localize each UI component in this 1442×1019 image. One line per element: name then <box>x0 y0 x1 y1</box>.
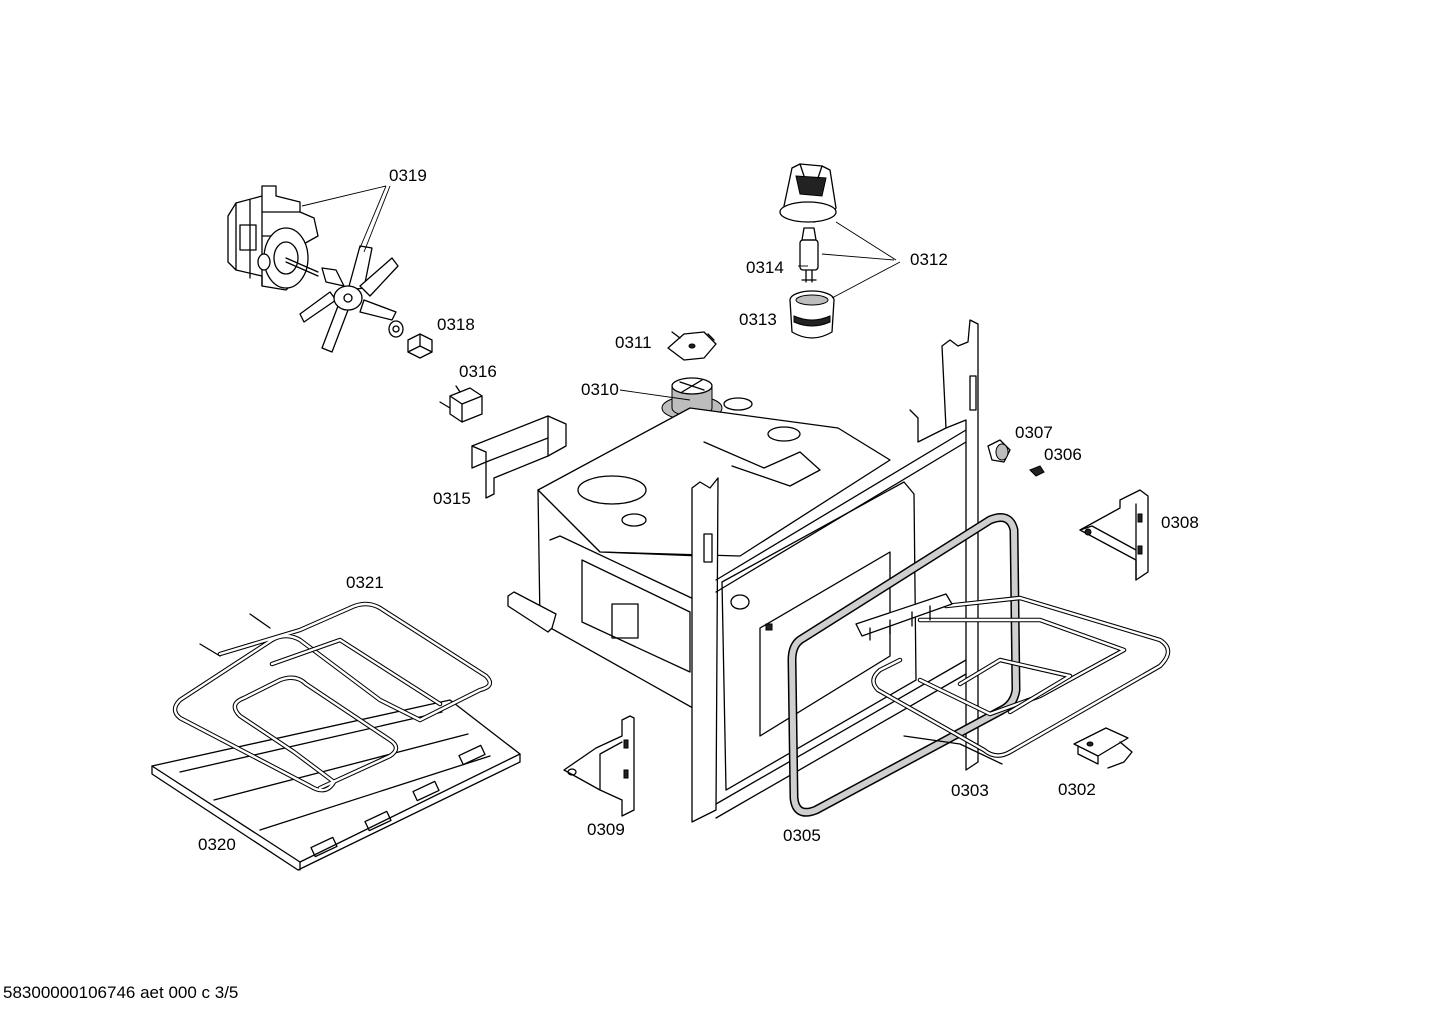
callout-0310: 0310 <box>581 380 619 399</box>
callout-0309: 0309 <box>587 820 625 839</box>
switch-drawing <box>439 385 483 423</box>
sensor-0307-drawing <box>987 439 1011 463</box>
callout-0312: 0312 <box>910 250 948 269</box>
callout-0320: 0320 <box>198 835 236 854</box>
bracket-0309-drawing <box>563 715 635 817</box>
drawing-id-footer: 58300000106746 aet 000 c 3/5 <box>3 983 239 1002</box>
callout-0302: 0302 <box>1058 780 1096 799</box>
fan-blade-drawing <box>299 245 399 353</box>
callout-0315: 0315 <box>433 489 471 508</box>
lamp-housing-drawing <box>779 163 837 223</box>
bracket-0308-drawing <box>1079 489 1149 581</box>
callout-0305: 0305 <box>783 826 821 845</box>
oven-cavity-drawing <box>507 319 979 823</box>
callout-0318: 0318 <box>437 315 475 334</box>
callout-0306: 0306 <box>1044 445 1082 464</box>
bracket-0315-drawing <box>471 415 567 499</box>
callout-0308: 0308 <box>1161 513 1199 532</box>
callout-0319: 0319 <box>389 166 427 185</box>
callout-0321: 0321 <box>346 573 384 592</box>
callout-0307: 0307 <box>1015 423 1053 442</box>
callout-0313: 0313 <box>739 310 777 329</box>
fan-motor-drawing <box>227 185 319 291</box>
callout-0314: 0314 <box>746 258 784 277</box>
lamp-cover-drawing <box>789 290 835 339</box>
lamp-bulb-drawing <box>799 227 819 283</box>
door-gasket-drawing <box>787 513 1021 817</box>
clip-0311-drawing <box>667 331 717 361</box>
screw-0306-drawing <box>1029 465 1045 477</box>
callout-0316: 0316 <box>459 362 497 381</box>
clip-0302-drawing <box>1073 727 1133 769</box>
grill-element-0303-drawing <box>855 593 1171 765</box>
bottom-element-0321-drawing <box>172 601 493 793</box>
callout-0303: 0303 <box>951 781 989 800</box>
callout-0311: 0311 <box>615 333 652 352</box>
washer-nut-drawing <box>388 320 433 359</box>
